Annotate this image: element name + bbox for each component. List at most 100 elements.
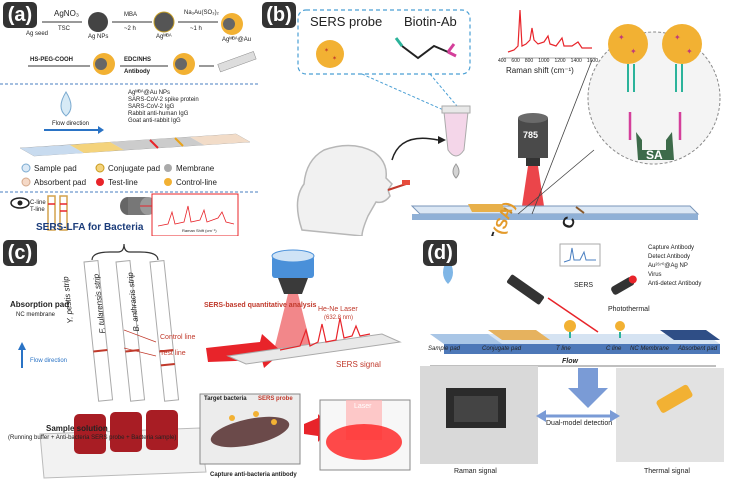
agno3-label: AgNO₃ xyxy=(54,9,80,18)
legend-item-d: Detect Antibody xyxy=(648,254,691,260)
absorbent-pad-d: Absorbent pad xyxy=(678,346,718,352)
laser-inset-label: Laser xyxy=(354,403,372,410)
svg-text:✦: ✦ xyxy=(630,47,637,56)
panel-c: (c) Y. pestis strip F. tularensis strip … xyxy=(0,238,420,484)
drop-icon xyxy=(452,163,460,179)
sers-probe-particle xyxy=(316,40,344,68)
particle-legend: Agᴹᴮᴬ@Au NPs SARS-CoV-2 spike protein SA… xyxy=(128,90,199,125)
legend-item-d: Au²⁶⁷⁰@Ag NP xyxy=(648,263,688,269)
svg-text:✦: ✦ xyxy=(674,33,681,42)
panel-a-title: SERS-LFA for Bacteria xyxy=(36,222,144,233)
flow-label-d: Flow xyxy=(562,358,578,365)
thermal-camera xyxy=(611,275,637,295)
panel-b: ✶✶ ✦✦ xyxy=(262,0,729,236)
na2au-label: Na₃Au(SO₃)₂ xyxy=(184,10,219,16)
panel-d-label: (d) xyxy=(423,240,457,266)
legend-item-d: Capture Antibody xyxy=(648,245,695,251)
patient-head-icon xyxy=(296,144,393,236)
target-bacteria-label: Target bacteria xyxy=(204,396,247,402)
raman-tick: 400 xyxy=(498,58,507,64)
sample-tube xyxy=(443,111,469,157)
sers-analysis-label: SERS-based quantitative analysis xyxy=(204,302,317,309)
raman-tick: 600 xyxy=(511,58,520,64)
edc-label: EDC/NHS xyxy=(124,57,152,63)
sa-zoom-label: SA xyxy=(646,148,663,162)
lfa-strip-b xyxy=(410,205,700,215)
laser-wavelength: 785 xyxy=(523,130,539,140)
raman-tick: 800 xyxy=(524,58,534,64)
well-1 xyxy=(74,414,106,454)
nc-membrane-label: NC membrane xyxy=(16,312,56,318)
agmba-label: Agᴹᴮᴬ xyxy=(156,34,172,40)
svg-text:✦: ✦ xyxy=(686,47,693,56)
thermal-photo xyxy=(616,368,724,462)
agmba-au-label: Agᴹᴮᴬ@Au xyxy=(222,37,252,43)
raman-spectrum xyxy=(507,9,592,53)
legend-item: SARS-CoV-2 IgG xyxy=(128,104,175,110)
flow-down-arrow xyxy=(568,368,608,408)
test-line-label: Test line xyxy=(160,350,186,357)
panel-b-graphics: ✶✶ ✦✦ xyxy=(296,9,721,236)
sample-drop-icon xyxy=(60,91,72,117)
well-3 xyxy=(146,410,178,450)
wavelength-label: (632.8 nm) xyxy=(324,315,354,321)
flow-direction-c: Flow direction xyxy=(30,358,68,364)
peg-label: HS-PEG-COOH xyxy=(30,57,74,63)
legend-item: Goat anti-rabbit IgG xyxy=(128,118,181,124)
raman-tick: 1600 xyxy=(586,58,598,64)
time1-label: ~2 h xyxy=(124,26,136,32)
panel-a-label: (a) xyxy=(3,2,37,28)
c-line-particle xyxy=(615,321,625,331)
panel-c-graphics xyxy=(18,243,411,479)
sers-label-d: SERS xyxy=(574,282,594,289)
legend-item-d: Anti-detect Antibody xyxy=(648,281,702,287)
conjugate-pad-legend: Conjugate pad xyxy=(108,164,161,173)
antibody-label: Antibody xyxy=(124,69,150,75)
laser-objective xyxy=(518,118,548,158)
svg-text:✶: ✶ xyxy=(324,47,329,54)
ag-np-particle xyxy=(88,12,108,32)
biotin-ab-icon xyxy=(401,44,449,60)
raman-shift-axis: Raman Shift (cm⁻¹) xyxy=(182,228,217,233)
photothermal-label: Photothermal xyxy=(608,306,650,313)
sample-solution-label: Sample solution xyxy=(46,424,108,433)
control-line-legend: Control-line xyxy=(176,178,217,187)
raman-tick: 1400 xyxy=(570,58,582,64)
cassette-1 xyxy=(47,195,56,231)
he-ne-label: He-Ne Laser xyxy=(318,306,358,313)
absorption-pad-label: Absorption pad xyxy=(10,300,70,309)
dual-model-label: Dual-model detection xyxy=(546,420,613,427)
c-line-d: C line xyxy=(606,346,622,352)
svg-text:✦: ✦ xyxy=(618,33,625,42)
ag-nps-label: Ag NPs xyxy=(88,34,109,40)
raman-tick: 1200 xyxy=(554,58,566,64)
tsc-label: TSC xyxy=(58,26,70,32)
strip-1 xyxy=(83,259,114,402)
zoom-probe-right xyxy=(662,24,702,64)
t-line-label: T-line xyxy=(30,207,45,213)
legend-item-d: Virus xyxy=(648,272,662,278)
sample-solution-desc: (Running buffer + Anti-bacteria SERS pro… xyxy=(8,435,177,441)
well-2 xyxy=(110,412,142,452)
raman-tick: 1000 xyxy=(538,58,550,64)
laser-pen xyxy=(507,274,544,305)
strip-3 xyxy=(149,259,180,402)
zoom-probe-left xyxy=(608,24,648,64)
t-line-d: T line xyxy=(556,346,571,352)
panel-a-graphics xyxy=(0,11,260,236)
raman-ticks: 400 600 800 1000 1200 1400 1600 xyxy=(498,58,598,64)
conjugate-pad-d: Conjugate pad xyxy=(482,346,522,352)
flow-direction-label: Flow direction xyxy=(52,121,90,127)
membrane-legend: Membrane xyxy=(176,164,215,173)
legend-d: Capture Antibody Detect Antibody Au²⁶⁷⁰@… xyxy=(648,244,701,289)
thermal-signal-label: Thermal signal xyxy=(644,468,690,475)
strip-2 xyxy=(115,259,146,402)
panel-c-label: (c) xyxy=(3,240,37,266)
agmba-particle xyxy=(153,11,175,33)
mba-label: MBA xyxy=(124,12,138,18)
zoom-circle xyxy=(587,31,721,165)
eye-icon xyxy=(10,197,30,209)
raman-signal-label: Raman signal xyxy=(454,468,497,475)
sample-pad-legend: Sample pad xyxy=(34,164,77,173)
target-bacteria-shape xyxy=(210,416,290,448)
